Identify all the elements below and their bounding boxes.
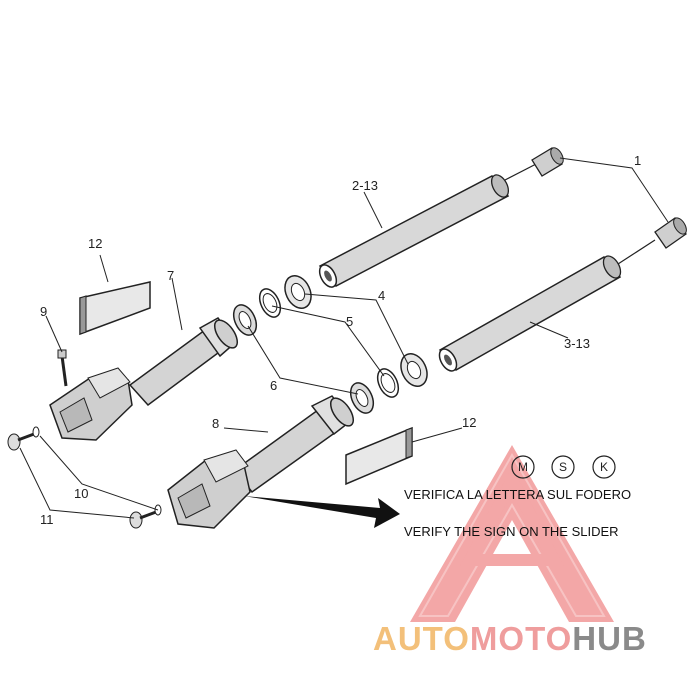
ring-upper-5	[258, 288, 282, 318]
leader-lines	[19, 157, 669, 519]
callout-2-13: 2-13	[352, 178, 378, 193]
svg-text:M: M	[518, 460, 528, 474]
callout-7: 7	[167, 268, 174, 283]
logo-hub: HUB	[572, 620, 647, 657]
callout-8: 8	[212, 416, 219, 431]
slider-lower-8	[167, 395, 355, 529]
screw-9	[57, 349, 68, 387]
fork-tube-upper	[318, 161, 541, 288]
callout-5: 5	[346, 314, 353, 329]
arrow-to-slider	[244, 496, 400, 528]
callout-4: 4	[378, 288, 385, 303]
logo-auto: AUTO	[373, 620, 470, 657]
bolt-11-left	[7, 432, 35, 451]
callout-9: 9	[40, 304, 47, 319]
note-italian: VERIFICA LA LETTERA SUL FODERO	[404, 487, 632, 502]
bushing-upper-6	[232, 304, 258, 336]
callout-11: 11	[40, 512, 54, 527]
badge-k: K	[592, 455, 616, 479]
callout-12-upper: 12	[88, 236, 102, 251]
fork-tube-lower	[438, 239, 656, 372]
cap-upper	[531, 147, 564, 177]
cap-lower	[654, 217, 687, 249]
slider-upper-7	[49, 317, 239, 441]
pad-upper-12	[79, 281, 151, 336]
pad-lower-12	[345, 426, 413, 486]
svg-text:K: K	[600, 460, 608, 474]
ring-lower-5	[376, 368, 400, 398]
seal-lower-4	[400, 353, 428, 387]
callout-3-13: 3-13	[564, 336, 590, 351]
svg-text:S: S	[559, 460, 567, 474]
bushing-lower-6	[349, 382, 375, 414]
note-english: VERIFY THE SIGN ON THE SLIDER	[404, 524, 619, 539]
washer-10-left	[32, 426, 40, 438]
badge-s: S	[551, 455, 575, 479]
watermark-logo: AUTOMOTOHUB	[373, 620, 647, 658]
logo-moto: MOTO	[469, 620, 573, 657]
callout-1: 1	[634, 153, 641, 168]
callout-10: 10	[74, 486, 88, 501]
callout-6: 6	[270, 378, 277, 393]
bolt-11-right	[129, 510, 157, 529]
callout-12-lower: 12	[462, 415, 476, 430]
seal-upper-4	[284, 275, 312, 309]
badge-m: M	[511, 455, 535, 479]
watermark-triangle	[410, 445, 614, 622]
